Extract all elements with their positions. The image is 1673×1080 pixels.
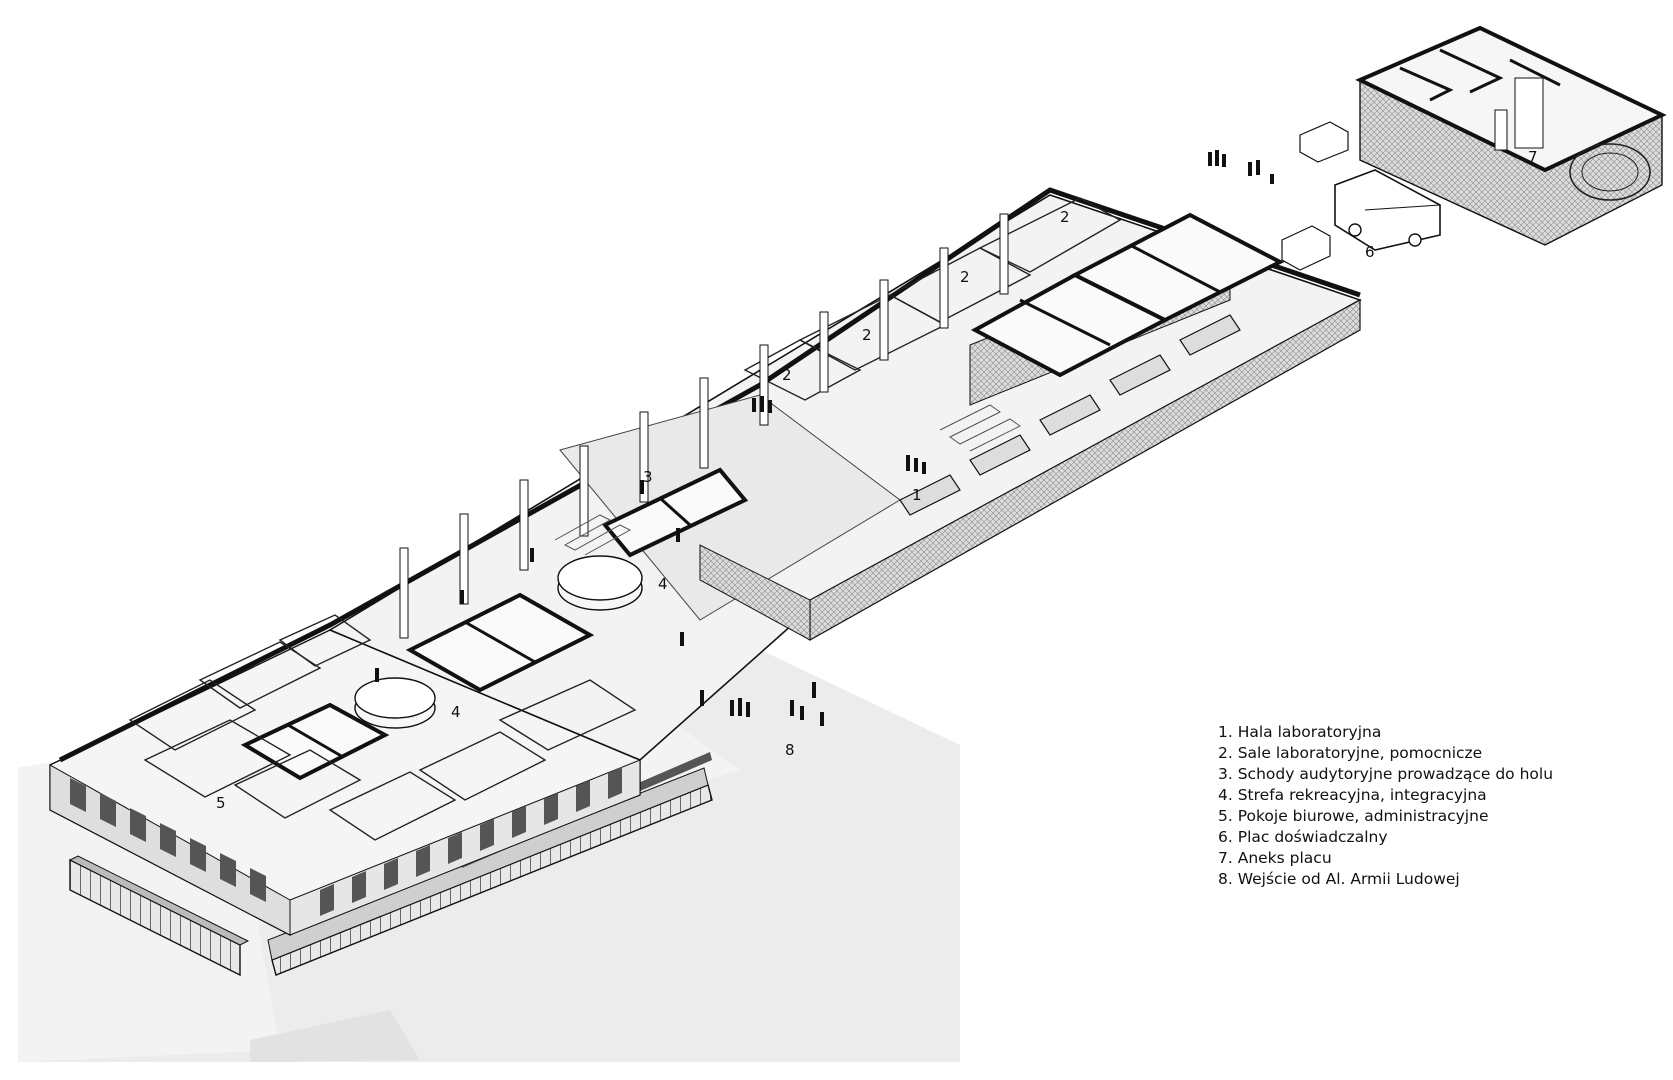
zone-label-4a: 4 bbox=[658, 575, 668, 593]
legend-item: 7. Aneks placu bbox=[1218, 849, 1332, 867]
legend-item: 8. Wejście od Al. Armii Ludowej bbox=[1218, 870, 1460, 888]
zone-label-5: 5 bbox=[216, 794, 226, 812]
main-wing bbox=[58, 187, 1362, 841]
legend-item: 2. Sale laboratoryjne, pomocnicze bbox=[1218, 744, 1483, 762]
zone-label-8: 8 bbox=[785, 741, 795, 759]
legend-item: 1. Hala laboratoryjna bbox=[1218, 723, 1382, 741]
legend-item: 3. Schody audytoryjne prowadzące do holu bbox=[1218, 765, 1554, 783]
auditorium-stairs bbox=[554, 404, 1021, 556]
zone-label-4b: 4 bbox=[451, 703, 461, 721]
zone-label-3: 3 bbox=[643, 468, 653, 486]
zone-label-2d: 2 bbox=[782, 366, 792, 384]
office-wing bbox=[49, 629, 641, 936]
legend-item: 5. Pokoje biurowe, administracyjne bbox=[1218, 807, 1489, 825]
zone-label-7: 7 bbox=[1528, 148, 1538, 166]
people-figures bbox=[375, 150, 1274, 726]
annex-building bbox=[1355, 25, 1667, 246]
zone-label-2b: 2 bbox=[960, 268, 970, 286]
zone-label-2a: 2 bbox=[1060, 208, 1070, 226]
legend: 1. Hala laboratoryjna 2. Sale laboratory… bbox=[1218, 722, 1658, 890]
zone-label-6: 6 bbox=[1365, 243, 1375, 261]
legend-item: 4. Strefa rekreacyjna, integracyjna bbox=[1218, 786, 1487, 804]
zone-label-2c: 2 bbox=[862, 326, 872, 344]
yard-truck bbox=[1281, 121, 1441, 271]
zone-label-1: 1 bbox=[912, 486, 922, 504]
legend-item: 6. Plac doświadczalny bbox=[1218, 828, 1388, 846]
zone-labels: 1 2 2 2 2 3 4 4 5 6 7 8 bbox=[216, 148, 1538, 812]
